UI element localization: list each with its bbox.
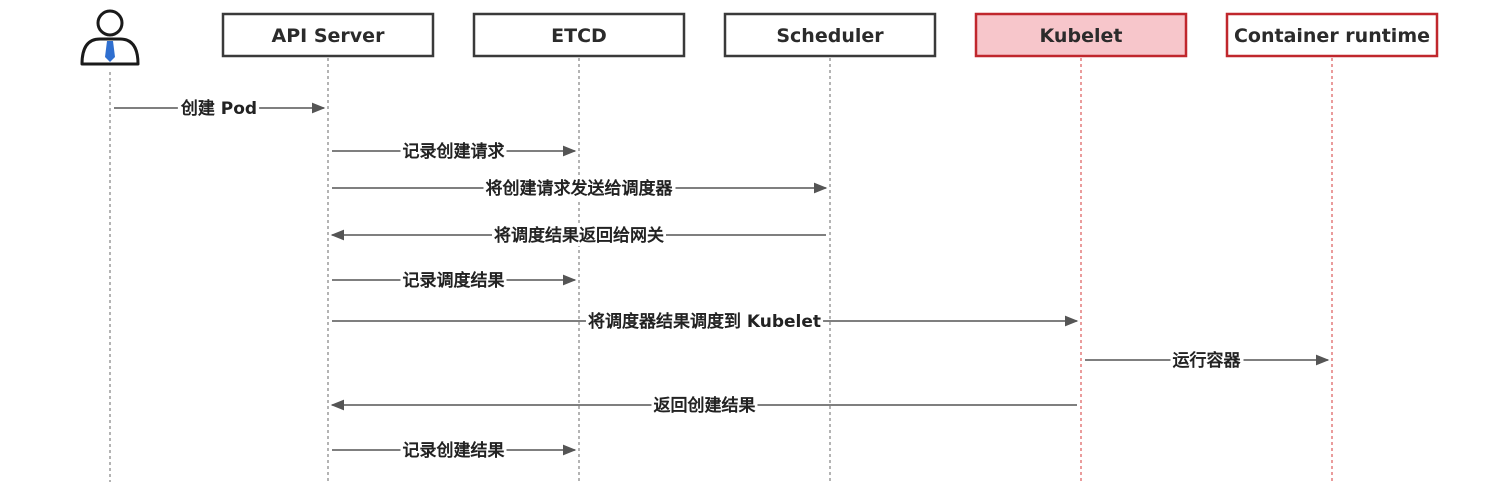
message-label: 记录调度结果 [403, 270, 505, 291]
participant-label: Kubelet [1040, 25, 1123, 47]
message-kubelet-to-runtime: 运行容器 [1085, 350, 1330, 371]
message-label: 返回创建结果 [654, 395, 756, 416]
message-api-to-etcd: 记录调度结果 [332, 270, 577, 291]
user-icon [80, 9, 140, 66]
participant-label: Container runtime [1234, 25, 1430, 47]
message-label: 将调度器结果调度到 Kubelet [588, 311, 821, 332]
participant-kubelet: Kubelet [974, 12, 1188, 58]
message-api-to-etcd: 记录创建结果 [332, 440, 577, 461]
message-label: 创建 Pod [180, 98, 257, 119]
message-label: 将调度结果返回给网关 [494, 225, 664, 246]
participant-label: API Server [272, 25, 386, 47]
message-label: 记录创建结果 [403, 440, 505, 461]
participant-scheduler: Scheduler [723, 12, 937, 58]
participant-label: ETCD [551, 25, 607, 47]
message-scheduler-to-api: 将调度结果返回给网关 [330, 225, 826, 246]
message-user-to-api: 创建 Pod [114, 98, 326, 119]
participant-api: API Server [221, 12, 435, 58]
participant-label: Scheduler [776, 25, 884, 47]
participant-runtime: Container runtime [1225, 12, 1439, 58]
participant-etcd: ETCD [472, 12, 686, 58]
message-api-to-scheduler: 将创建请求发送给调度器 [332, 178, 828, 199]
message-api-to-etcd: 记录创建请求 [332, 141, 577, 162]
message-label: 将创建请求发送给调度器 [486, 178, 674, 199]
message-label: 记录创建请求 [403, 141, 505, 162]
message-api-to-kubelet: 将调度器结果调度到 Kubelet [332, 311, 1079, 332]
message-kubelet-to-api: 返回创建结果 [330, 395, 1077, 416]
message-label: 运行容器 [1173, 350, 1242, 371]
